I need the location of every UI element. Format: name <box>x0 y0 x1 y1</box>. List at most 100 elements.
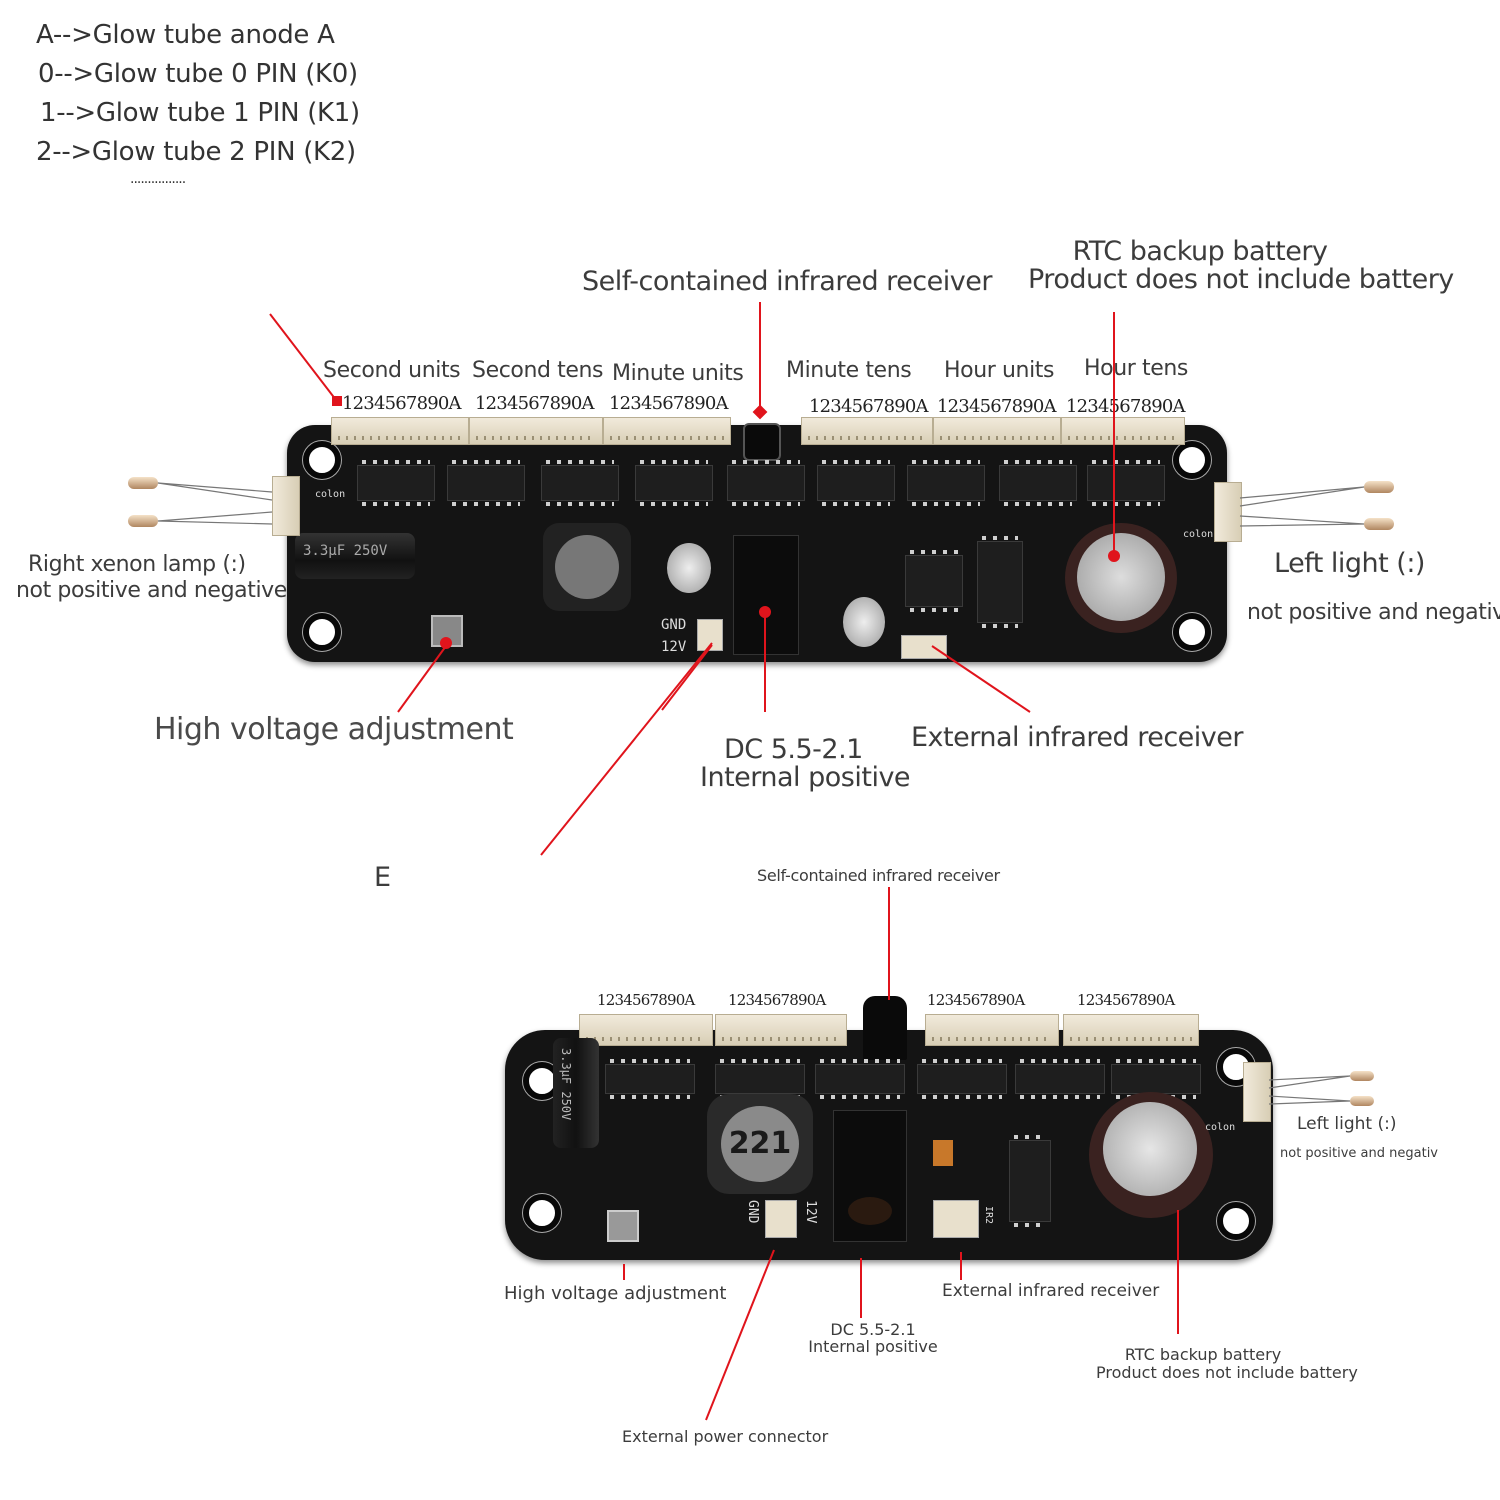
colon-silkscreen-left: colon <box>315 489 346 500</box>
tube-connector-hour-units <box>933 417 1061 445</box>
tube-connector-minute-units <box>603 417 731 445</box>
bottom-ir-receiver-label: Self-contained infrared receiver <box>757 866 1000 885</box>
legend-line-k0: 0-->Glow tube 0 PIN (K0) <box>38 59 358 89</box>
neon-lamp-icon <box>128 477 158 489</box>
driver-ic <box>907 460 985 506</box>
driver-ic <box>357 460 435 506</box>
bottom-left-light-line1: Left light (:) <box>1297 1114 1397 1134</box>
bottom-ext-power-label: External power connector <box>622 1427 829 1446</box>
hv-capacitor: 3.3µF 250V <box>295 533 415 579</box>
leader-marker <box>332 396 342 406</box>
pin-order-second-tens: 1234567890A <box>475 393 595 414</box>
digit-group-second-units: Second units <box>323 358 461 383</box>
legend-line-k2: 2-->Glow tube 2 PIN (K2) <box>36 137 356 167</box>
ext-ir-connector <box>933 1200 979 1238</box>
top-ext-ir-label: External infrared receiver <box>911 722 1243 753</box>
leader-line-bottom-ext-power <box>705 1249 775 1421</box>
leader-line-top-ext-power <box>540 642 713 856</box>
legend: A-->Glow tube anode A 0-->Glow tube 0 PI… <box>36 16 360 186</box>
mount-hole <box>303 441 341 479</box>
driver-ic <box>999 460 1077 506</box>
driver-ic <box>635 460 713 506</box>
neon-lamp-icon <box>1350 1071 1374 1081</box>
dc-jack <box>833 1110 907 1242</box>
driver-ic <box>817 460 895 506</box>
top-ir-receiver-label: Self-contained infrared receiver <box>582 266 992 297</box>
driver-ic <box>727 460 805 506</box>
power-connector <box>765 1200 797 1238</box>
neon-lamp-icon <box>1364 481 1394 493</box>
leader-marker <box>752 404 768 420</box>
tube-connector <box>715 1014 847 1046</box>
leader-line-top-hv <box>397 645 447 713</box>
bottom-pin-order-3: 1234567890A <box>927 991 1025 1009</box>
gnd-silkscreen: GND <box>661 617 687 633</box>
lamp-wires-right <box>157 482 273 525</box>
pin-order-second-units: 1234567890A <box>342 393 462 414</box>
bottom-dc-label-line2: Internal positive <box>808 1337 938 1356</box>
tube-connector <box>925 1014 1059 1046</box>
bottom-pin-order-1: 1234567890A <box>597 991 695 1009</box>
section-letter: E <box>374 862 391 893</box>
driver-ic <box>815 1059 905 1099</box>
hv-capacitor-marking: 3.3µF 250V <box>559 1048 573 1121</box>
bottom-pin-order-4: 1234567890A <box>1077 991 1175 1009</box>
digit-group-minute-tens: Minute tens <box>786 358 912 383</box>
legend-line-k1: 1-->Glow tube 1 PIN (K1) <box>40 98 360 128</box>
driver-ic <box>447 460 525 506</box>
tube-connector-minute-tens <box>801 417 933 445</box>
right-lamp-label-line1: Right xenon lamp (:) <box>28 552 246 577</box>
left-lamp-connector <box>1243 1062 1271 1122</box>
leader-line-top-ext-ir <box>931 645 1031 713</box>
ir2-silkscreen: IR2 <box>983 1206 994 1225</box>
top-rtc-label-line2: Product does not include battery <box>1028 264 1454 295</box>
neon-lamp-icon <box>128 515 158 527</box>
leader-line-pin-a <box>269 313 337 401</box>
inductor-marking: 221 <box>721 1106 799 1182</box>
digit-group-minute-units: Minute units <box>612 361 744 386</box>
right-lamp-label-line2: not positive and negative <box>16 578 287 603</box>
rtc-chip <box>1009 1135 1051 1227</box>
bottom-dc-label-line1: DC 5.5-2.1 <box>830 1320 916 1339</box>
driver-ic <box>1015 1059 1105 1099</box>
pin-order-hour-units: 1234567890A <box>937 396 1057 417</box>
mount-hole <box>1173 613 1211 651</box>
mount-hole <box>1173 441 1211 479</box>
left-lamp-connector <box>1214 482 1242 542</box>
bottom-ext-ir-label: External infrared receiver <box>942 1281 1160 1301</box>
mcu-chip <box>905 550 963 612</box>
legend-ellipsis: ................ <box>130 171 186 187</box>
tube-connector-hour-tens <box>1061 417 1185 445</box>
digit-group-hour-units: Hour units <box>944 358 1055 383</box>
tube-connector <box>579 1014 713 1046</box>
top-pcb: 3.3µF 250V GND 12V colon colon <box>287 417 1227 662</box>
top-dc-label-line1: DC 5.5-2.1 <box>724 734 863 765</box>
bottom-pcb: 3.3µF 250V 221 GND 12V IR2 colon <box>505 996 1273 1260</box>
lamp-wires-bottom <box>1268 1075 1351 1105</box>
driver-ic <box>605 1059 695 1099</box>
hv-potentiometer[interactable] <box>607 1210 639 1242</box>
bottom-left-light-line2: not positive and negativ <box>1280 1146 1438 1161</box>
filter-capacitor-16v <box>667 543 711 593</box>
hv-capacitor-marking: 3.3µF 250V <box>303 543 388 559</box>
right-lamp-connector <box>272 476 300 536</box>
leader-line-top-power <box>661 644 713 711</box>
tube-connector-second-units <box>331 417 469 445</box>
mount-hole <box>523 1194 561 1232</box>
left-light-label-line2: not positive and negative <box>1247 600 1500 625</box>
coin-cell <box>1077 533 1165 621</box>
gnd-silkscreen: GND <box>745 1200 760 1224</box>
tube-connector <box>1063 1014 1199 1046</box>
left-light-label-line1: Left light (:) <box>1274 548 1425 579</box>
bottom-ir-receiver <box>863 996 907 1060</box>
digit-group-second-tens: Second tens <box>472 358 604 383</box>
pin-order-hour-tens: 1234567890A <box>1066 396 1186 417</box>
driver-ic <box>1087 460 1165 506</box>
bottom-rtc-label-line2: Product does not include battery <box>1096 1363 1358 1382</box>
legend-line-anode: A-->Glow tube anode A <box>36 20 335 50</box>
bottom-hv-adjust-label: High voltage adjustment <box>504 1283 727 1304</box>
driver-ic <box>541 460 619 506</box>
mount-hole <box>1217 1202 1255 1240</box>
inductor <box>543 523 631 611</box>
